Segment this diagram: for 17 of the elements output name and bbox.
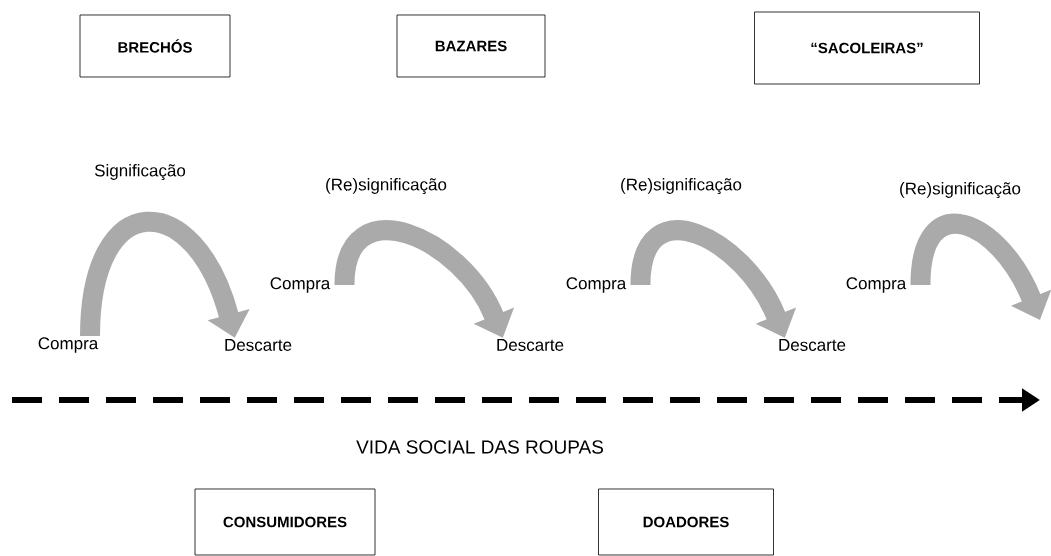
stage-label: Descarte	[779, 339, 846, 351]
category-box: BAZARES	[396, 14, 546, 78]
stage-label: Descarte	[225, 339, 292, 351]
edge-label: (Re)significação	[324, 177, 448, 195]
category-box: CONSUMIDORES	[194, 488, 376, 556]
stage-label: Compra	[270, 277, 331, 293]
edge-label: Significação	[93, 163, 187, 181]
stage-label: Compra	[38, 337, 99, 353]
edge-label: (Re)significação	[898, 181, 1022, 199]
category-box: DOADORES	[598, 488, 774, 556]
stage-label: Compra	[846, 277, 907, 293]
category-box: “SACOLEIRAS”	[754, 11, 980, 85]
axis-label: VIDA SOCIAL DAS ROUPAS	[356, 440, 603, 454]
edge-label: (Re)significação	[619, 177, 743, 195]
category-box: BRECHÓS	[79, 14, 231, 78]
stage-label: Descarte	[497, 339, 564, 351]
stage-label: Compra	[566, 277, 627, 293]
